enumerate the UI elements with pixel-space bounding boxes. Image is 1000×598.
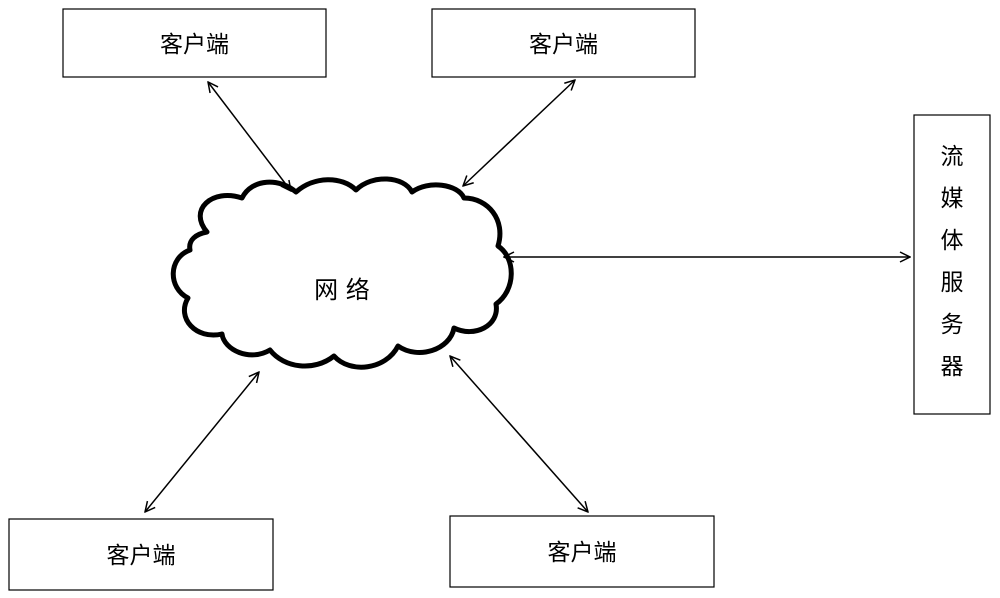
server-label-char: 媒 [941,186,964,212]
client-label-top-left: 客户端 [160,32,229,58]
server-label-char: 体 [941,228,964,254]
server-label-char: 流 [941,144,964,170]
client-label-bottom-right: 客户端 [548,540,617,566]
network-cloud: 网 络 [170,176,514,370]
network-label: 网 络 [314,276,370,304]
client-box-top-right: 客户端 [431,8,696,78]
connector-bottom-right [450,356,588,512]
client-box-bottom-left: 客户端 [8,518,274,591]
server-label-char: 务 [941,312,964,338]
connector-top-right [463,80,575,186]
client-box-bottom-right: 客户端 [449,515,715,588]
server-label-char: 器 [941,354,964,380]
server-label-char: 服 [941,270,964,296]
connector-top-left [208,82,291,191]
client-label-top-right: 客户端 [529,32,598,58]
client-label-bottom-left: 客户端 [107,543,176,569]
client-box-top-left: 客户端 [62,8,327,78]
connector-bottom-left [145,372,259,512]
server-box: 流 媒 体 服 务 器 [913,114,991,415]
cloud-shape [170,176,514,370]
